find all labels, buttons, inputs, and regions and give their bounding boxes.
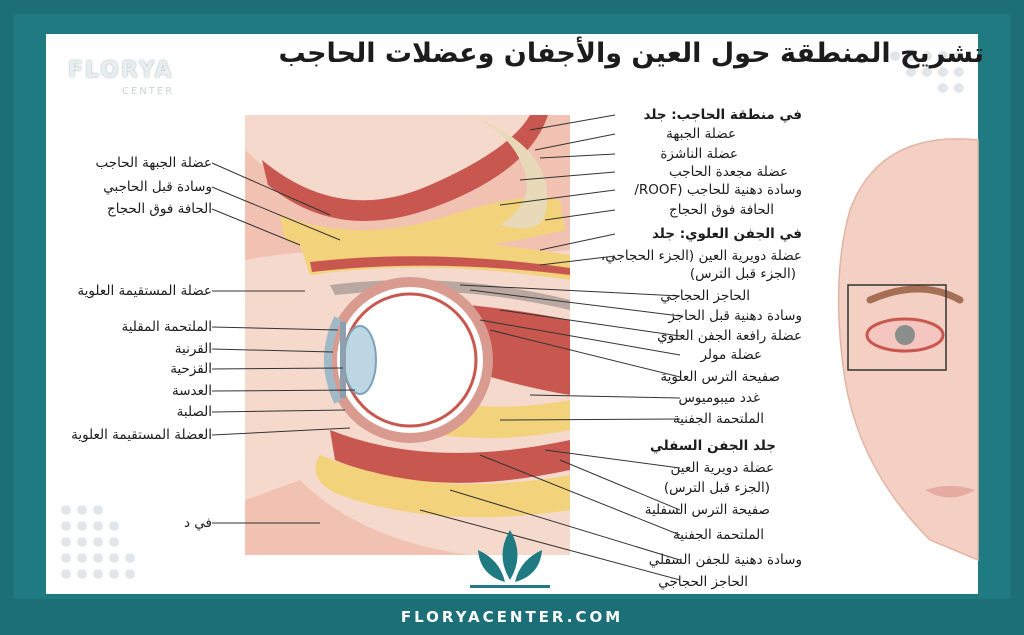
label-r11: وسادة دهنية قبل الحاجز (668, 308, 802, 324)
label-r5: وسادة دهنية للحاجب (ROOF/ (634, 182, 802, 198)
label-r4: عضلة مجعدة الحاجب (669, 164, 788, 180)
face-pupil (895, 325, 915, 345)
label-l9: الصلبة (177, 404, 212, 420)
label-l1: عضلة الجبهة الحاجب (96, 155, 212, 171)
label-l2: وسادة قبل الحاجبي (103, 179, 212, 195)
label-l3: الحافة فوق الحجاج (107, 201, 212, 217)
label-r14: صفيحة الترس العلوية (660, 369, 780, 385)
footer-website: FLORYACENTER.COM (0, 608, 1024, 626)
label-r3: عضلة الناشزة (660, 146, 738, 162)
label-r6: الحافة فوق الحجاج (669, 202, 774, 218)
label-r18: عضلة دويرية العين (670, 460, 774, 476)
label-r23: الحاجز الحجاجي (658, 574, 748, 590)
label-r16: الملتحمة الجفنية (673, 411, 764, 427)
label-r10: الحاجز الحجاجي (660, 288, 750, 304)
label-l7: القزحية (170, 361, 212, 377)
brand-logo-subtext: CENTER (122, 86, 174, 97)
label-r8: عضلة دويرية العين (الجزء الحجاجي، (601, 248, 802, 264)
brand-logo-text: FLORYA (68, 58, 174, 83)
label-r19: (الجزء قبل الترس) (664, 480, 770, 496)
label-r2: عضلة الجبهة (666, 126, 736, 142)
label-r15: غدد ميبوميوس (678, 390, 760, 406)
label-l6: القرنية (175, 341, 212, 357)
lens (344, 326, 376, 394)
label-l10: العضلة المستقيمة العلوية (71, 427, 212, 443)
label-r21: الملتحمة الجفنية (673, 527, 764, 543)
label-l11: في د (184, 515, 212, 531)
label-r13: عضلة مولر (700, 347, 762, 363)
label-l8: العدسة (172, 383, 212, 399)
label-r22: وسادة دهنية للجفن السفلي (649, 552, 802, 568)
iris (340, 322, 346, 398)
label-l4: عضلة المستقيمة العلوية (77, 283, 212, 299)
label-r7: في الجفن العلوي: جلد (652, 226, 802, 242)
label-r20: صفيحة الترس السفلية (645, 502, 770, 518)
label-l5: الملتحمة المقلية (121, 319, 212, 335)
label-r12: عضلة رافعة الجفن العلوي (657, 328, 802, 344)
label-r9: (الجزء قبل الترس) (690, 266, 796, 282)
label-r17: جلد الجفن السفلي (650, 438, 776, 454)
label-r1: في منطقة الحاجب: جلد (644, 107, 802, 123)
